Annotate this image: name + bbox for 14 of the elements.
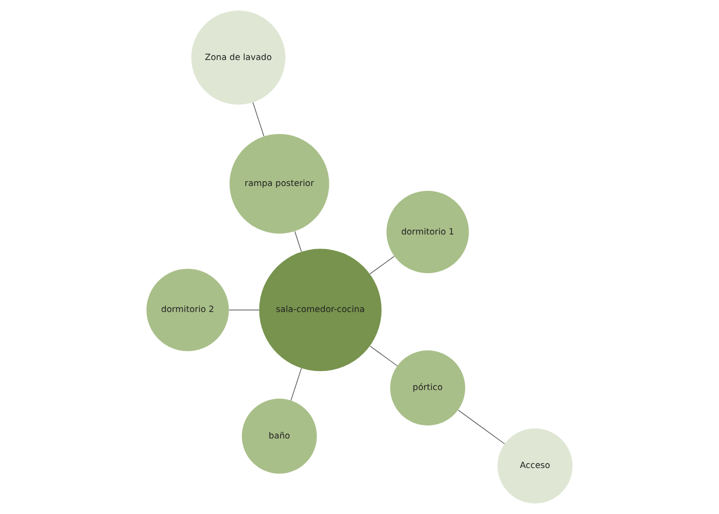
connector bbox=[252, 102, 264, 137]
node-circle: baño bbox=[242, 398, 317, 474]
connector bbox=[370, 346, 398, 366]
node-circle: sala-comedor-cocina bbox=[259, 248, 382, 372]
node-circle: Acceso bbox=[498, 428, 573, 504]
connector bbox=[290, 368, 302, 401]
connector bbox=[370, 256, 395, 274]
node-circle: dormitorio 2 bbox=[146, 268, 229, 352]
node-circle: Zona de lavado bbox=[191, 10, 286, 105]
node-circle: dormitorio 1 bbox=[386, 190, 469, 274]
node-circle: pórtico bbox=[390, 350, 466, 426]
connector bbox=[458, 410, 506, 444]
node-circle: rampa posterior bbox=[230, 134, 330, 234]
connector bbox=[294, 230, 302, 252]
